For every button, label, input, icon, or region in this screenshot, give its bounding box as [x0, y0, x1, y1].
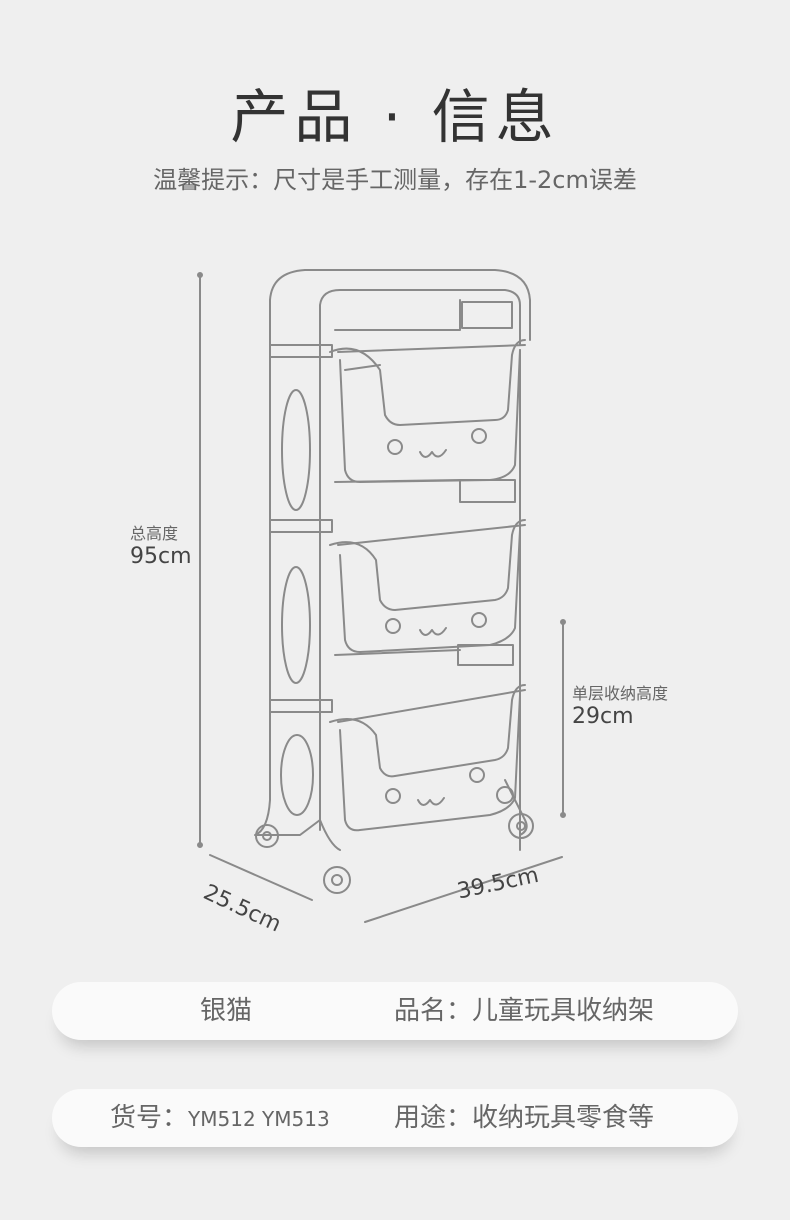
depth-dimension-line — [209, 854, 313, 901]
info-card-model: 货号：YM512 YM513 用途：收纳玩具零食等 — [52, 1089, 738, 1147]
width-dimension-line — [364, 856, 563, 923]
total-height-value: 95cm — [130, 544, 192, 569]
measurement-note: 温馨提示：尺寸是手工测量，存在1-2cm误差 — [153, 166, 637, 194]
single-layer-label: 单层收纳高度 — [572, 684, 669, 703]
single-layer-dimension: 单层收纳高度 29cm — [572, 680, 668, 729]
model-label: 货号： — [110, 1103, 189, 1133]
info-card-brand: 银猫 品名：儿童玩具收纳架 — [52, 982, 738, 1040]
basket-top — [329, 339, 526, 483]
brand-text: 银猫 — [200, 996, 253, 1026]
basket-bottom — [329, 684, 526, 832]
basket-middle — [329, 519, 526, 653]
page-title: 产品 · 信息 — [230, 83, 560, 151]
single-layer-value: 29cm — [572, 704, 634, 729]
model-value: YM512 YM513 — [188, 1107, 330, 1131]
total-height-dimension: 总高度 95cm — [130, 520, 192, 569]
model-text: 货号：YM512 YM513 — [110, 1089, 330, 1147]
total-height-label: 总高度 — [130, 524, 179, 543]
wheels — [255, 786, 534, 894]
usage-text: 用途：收纳玩具零食等 — [394, 1103, 655, 1133]
product-name-text: 品名：儿童玩具收纳架 — [394, 996, 655, 1026]
